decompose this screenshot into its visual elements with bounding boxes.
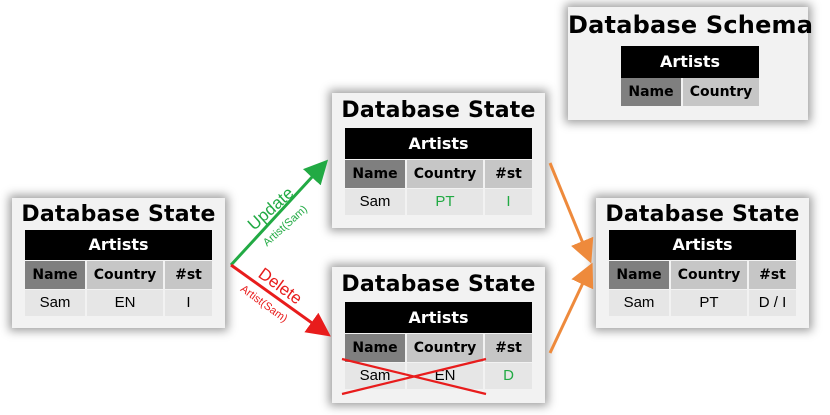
delete-arrow [230,263,331,337]
cell-st: I [485,189,532,215]
col-st: #st [165,261,212,289]
col-country: Country [407,160,483,188]
strike-line-2 [341,357,487,396]
cell-st: D / I [749,290,796,316]
cell-country: PT [671,290,747,316]
schema-title: Database Schema [568,11,814,39]
state-title: Database State [21,202,216,227]
schema-table-name: Artists [621,46,759,78]
cell-name: Sam [345,189,405,215]
table-name: Artists [609,230,796,260]
state-panel-deleted: Database State Artists Name Country #st … [332,267,545,403]
cell-country: EN [87,290,163,316]
cell-country-changed: PT [407,189,483,215]
table-name: Artists [25,230,212,260]
table-name: Artists [345,302,532,333]
state-panel-initial: Database State Artists Name Country #st … [12,198,225,328]
col-country: Country [87,261,163,289]
cell-name: Sam [609,290,669,316]
state-panel-merged: Database State Artists Name Country #st … [596,198,809,328]
col-name: Name [25,261,85,289]
col-country: Country [407,334,483,362]
state-title: Database State [605,202,800,227]
state-title: Database State [341,98,536,123]
update-arrow [229,159,329,267]
col-country: Country [671,261,747,289]
schema-panel: Database Schema Artists Name Country [568,7,814,120]
col-st: #st [485,160,532,188]
state-title: Database State [341,272,536,297]
col-name: Name [609,261,669,289]
schema-col-country: Country [683,78,759,106]
cell-name: Sam [25,290,85,316]
cell-name-struck: Sam [345,363,405,389]
cell-st: I [165,290,212,316]
col-st: #st [749,261,796,289]
schema-col-name: Name [621,78,681,106]
col-name: Name [345,160,405,188]
col-st: #st [485,334,532,362]
state-panel-updated: Database State Artists Name Country #st … [332,93,545,228]
strike-through-cross [341,357,487,396]
cell-st: D [485,363,532,389]
merge-arrow-from-deleted [548,262,594,354]
table-name: Artists [345,128,532,159]
col-name: Name [345,334,405,362]
merge-arrow-from-updated [548,162,594,264]
